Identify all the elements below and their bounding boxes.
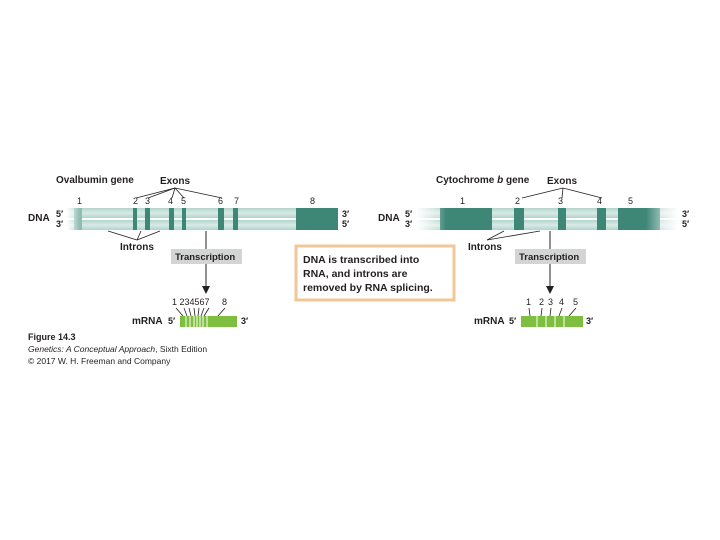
cytochrome-bottom-five-prime: 5′ — [682, 219, 689, 229]
ovalbumin-mrna-five-prime: 5′ — [168, 316, 175, 326]
cytochrome-top-three-prime: 3′ — [682, 209, 689, 219]
ovalbumin-mrna-three-prime: 3′ — [241, 316, 248, 326]
ovalbumin-dna — [66, 207, 338, 231]
ovalbumin-top-three-prime: 3′ — [342, 209, 349, 219]
exon-number: 1 — [460, 196, 465, 206]
dna-bottom-strand — [66, 220, 338, 230]
exon-block — [169, 208, 174, 230]
cytochrome-introns-label: Introns — [468, 242, 502, 253]
callout-line: removed by RNA splicing. — [303, 282, 433, 294]
ovalbumin-introns-bracket — [107, 230, 161, 241]
exon-number: 5 — [628, 196, 633, 206]
mrna-exon-number: 5 — [573, 297, 578, 307]
exon-block — [296, 208, 338, 230]
cytochrome-mrna-three-prime: 3′ — [586, 316, 593, 326]
mrna-bar — [521, 316, 583, 327]
callout-line: DNA is transcribed into — [303, 254, 419, 266]
cytochrome-introns-bracket — [486, 230, 541, 241]
dna-top-strand — [66, 208, 338, 218]
exon-block — [597, 208, 606, 230]
exon-number: 5 — [181, 196, 186, 206]
dna-fade-left — [66, 207, 80, 231]
ovalbumin-bottom-three-prime: 3′ — [56, 219, 63, 229]
callout-box — [294, 244, 456, 302]
cytochrome-exon-numbers: 1 2 3 4 5 — [460, 196, 633, 206]
cytochrome-transcription-box — [515, 249, 586, 264]
mrna-exon-number: 4 — [559, 297, 564, 307]
ovalbumin-top-five-prime: 5′ — [56, 209, 63, 219]
exon-number: 7 — [234, 196, 239, 206]
cytochrome-mrna-strand — [521, 316, 583, 327]
cytochrome-exons-label: Exons — [547, 176, 577, 187]
ovalbumin-exon-numbers: 1 2 3 4 5 6 7 8 — [77, 196, 315, 206]
mrna-exon-number: 1 — [526, 297, 531, 307]
exon-number: 6 — [218, 196, 223, 206]
cytochrome-mrna-splice-lines — [528, 307, 577, 317]
exon-number: 4 — [597, 196, 602, 206]
exon-number: 2 — [133, 196, 138, 206]
exon-number: 1 — [77, 196, 82, 206]
dna-top-strand — [416, 208, 678, 218]
exon-block — [233, 208, 238, 230]
exon-number: 8 — [310, 196, 315, 206]
cytochrome-transcription-label: Transcription — [519, 252, 579, 263]
ovalbumin-mrna-exon-number-last: 8 — [222, 297, 227, 307]
ovalbumin-gene-panel: Ovalbumin gene Exons 1 2 3 4 5 6 7 8 DNA… — [28, 175, 349, 327]
mrna-exon-number: 2 — [539, 297, 544, 307]
exon-block — [145, 208, 150, 230]
exon-block — [182, 208, 186, 230]
ovalbumin-introns-label: Introns — [120, 242, 154, 253]
ovalbumin-exons-label: Exons — [160, 176, 190, 187]
cytochrome-mrna-exon-numbers: 1 2 3 4 5 — [526, 297, 578, 307]
ovalbumin-dna-label: DNA — [28, 213, 50, 224]
callout-line: RNA, and introns are — [303, 268, 408, 280]
exon-block — [218, 208, 224, 230]
ovalbumin-mrna-exon-numbers: 1 234567 — [172, 297, 210, 307]
cytochrome-mrna-label: mRNA — [474, 316, 505, 327]
figure-caption: Figure 14.3 Genetics: A Conceptual Appro… — [28, 332, 207, 366]
cytochrome-top-five-prime: 5′ — [405, 209, 412, 219]
figure-number: Figure 14.3 — [28, 332, 76, 342]
ovalbumin-exons-bracket — [135, 187, 223, 199]
book-citation: Genetics: A Conceptual Approach, Sixth E… — [28, 344, 207, 354]
splicing-callout: DNA is transcribed into RNA, and introns… — [294, 244, 456, 302]
cytochrome-exons-bracket — [521, 187, 603, 199]
exon-number: 3 — [145, 196, 150, 206]
mrna-exon-number: 3 — [548, 297, 553, 307]
dna-fade-left — [416, 207, 446, 231]
exon-block — [514, 208, 524, 230]
ovalbumin-transcription-box — [171, 249, 242, 264]
ovalbumin-mrna-label: mRNA — [132, 316, 163, 327]
ovalbumin-transcription-label: Transcription — [175, 252, 235, 263]
exon-number: 2 — [515, 196, 520, 206]
cytochrome-b-gene-panel: Cytochrome b gene Exons 1 2 3 4 5 DNA 5′… — [378, 175, 689, 327]
cytochrome-gene-title: Cytochrome b gene — [436, 175, 530, 186]
exon-number: 3 — [558, 196, 563, 206]
ovalbumin-bottom-five-prime: 5′ — [342, 219, 349, 229]
mrna-bar — [180, 316, 237, 327]
cytochrome-bottom-three-prime: 3′ — [405, 219, 412, 229]
cytochrome-dna — [416, 207, 678, 231]
exon-block — [558, 208, 566, 230]
ovalbumin-gene-title: Ovalbumin gene — [56, 175, 134, 186]
cytochrome-mrna-five-prime: 5′ — [509, 316, 516, 326]
copyright-line: © 2017 W. H. Freeman and Company — [28, 356, 171, 366]
dna-bottom-strand — [416, 220, 678, 230]
ovalbumin-mrna-strand — [180, 316, 237, 327]
exon-number: 4 — [168, 196, 173, 206]
ovalbumin-mrna-splice-lines — [175, 307, 226, 317]
exon-block — [440, 208, 492, 230]
cytochrome-dna-label: DNA — [378, 213, 400, 224]
exon-block — [133, 208, 137, 230]
dna-fade-right — [646, 207, 678, 231]
